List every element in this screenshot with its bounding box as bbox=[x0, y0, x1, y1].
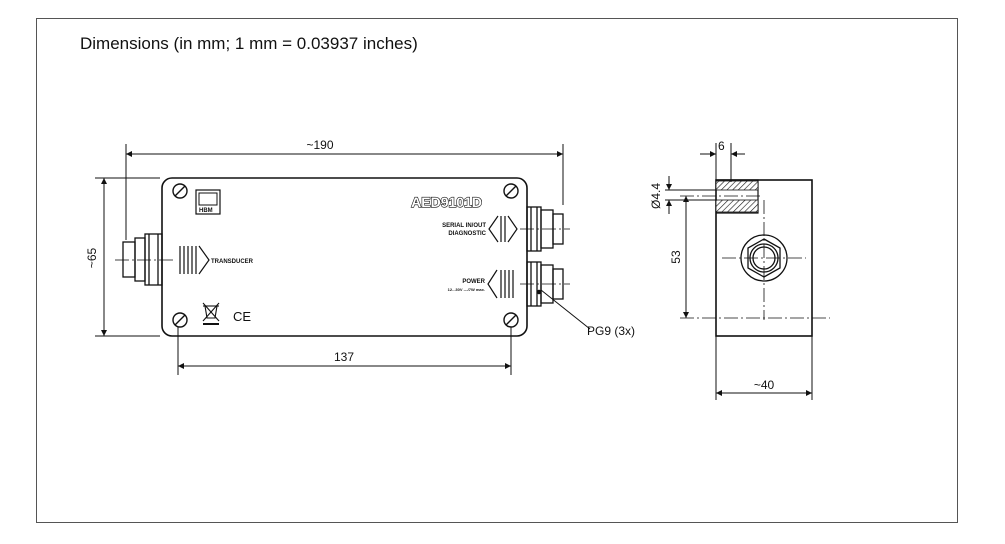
hbm-logo-box bbox=[195, 189, 221, 215]
hole-spacing-dimension: 137 bbox=[334, 350, 354, 364]
model-label: AED9101D bbox=[411, 194, 482, 210]
dimension-lines-side bbox=[665, 143, 813, 400]
ce-mark-icon: CE bbox=[233, 309, 251, 324]
weee-bin-icon bbox=[202, 302, 220, 325]
diagnostic-label: DIAGNOSTIC bbox=[448, 231, 486, 237]
overall-length-dimension: ~190 bbox=[306, 138, 333, 152]
side-housing-outline bbox=[715, 179, 813, 337]
bore-diameter-dimension: Ø4.4 bbox=[649, 183, 663, 209]
serial-bidirectional-arrow-icon bbox=[488, 215, 518, 243]
thickness-dimension: 6 bbox=[718, 139, 725, 153]
transducer-label: TRANSDUCER bbox=[211, 259, 254, 265]
serial-label: SERIAL IN/OUT bbox=[442, 223, 486, 229]
height-dimension: ~65 bbox=[85, 247, 99, 268]
drawing-title: Dimensions (in mm; 1 mm = 0.03937 inches… bbox=[80, 34, 418, 53]
drawing-frame bbox=[36, 18, 958, 523]
power-label: POWER bbox=[462, 279, 485, 285]
gland-callout: PG9 (3x) bbox=[587, 324, 635, 338]
front-view bbox=[115, 177, 570, 337]
power-arrow-icon bbox=[487, 269, 514, 299]
dimension-lines-front bbox=[95, 144, 591, 375]
depth-dimension: 53 bbox=[669, 250, 683, 264]
hbm-logo-text: HBM bbox=[199, 208, 213, 214]
power-spec-label: 12...30V ---/7W max. bbox=[448, 287, 485, 292]
width-dimension: ~40 bbox=[754, 378, 775, 392]
transducer-arrow-icon bbox=[179, 245, 210, 275]
side-view bbox=[680, 179, 830, 337]
left-cable-gland bbox=[122, 233, 163, 286]
